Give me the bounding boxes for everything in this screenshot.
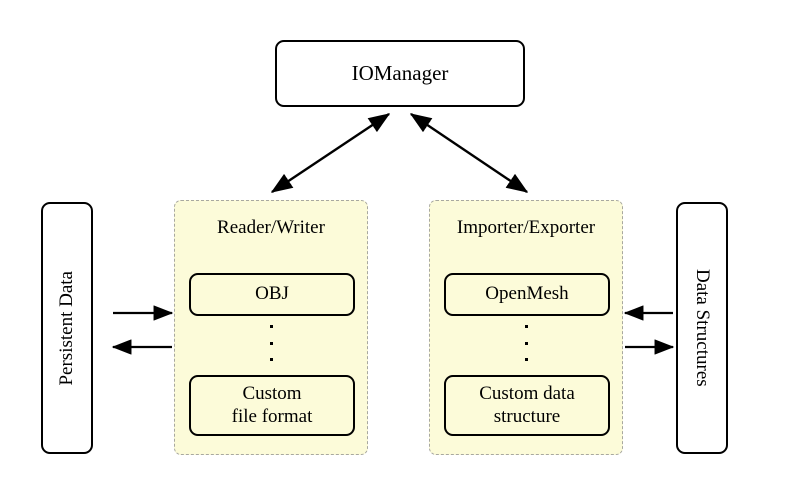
group-importer-exporter: Importer/Exporter OpenMesh Custom data s… <box>429 200 623 455</box>
node-custom-data-structure-label-line1: Custom data <box>479 383 575 405</box>
node-obj[interactable]: OBJ <box>189 273 355 316</box>
node-persistent-data[interactable]: Persistent Data <box>41 202 93 454</box>
group-importer-exporter-title: Importer/Exporter <box>456 217 596 238</box>
node-openmesh[interactable]: OpenMesh <box>444 273 610 316</box>
dot <box>524 341 528 345</box>
node-iomanager-label: IOManager <box>351 61 449 86</box>
dot <box>269 341 273 345</box>
node-custom-file-format-label-line1: Custom <box>242 383 302 405</box>
node-data-structures[interactable]: Data Structures <box>676 202 728 454</box>
node-custom-data-structure[interactable]: Custom data structure <box>444 375 610 436</box>
node-obj-label: OBJ <box>255 283 289 305</box>
group-reader-writer: Reader/Writer OBJ Custom file format <box>174 200 368 455</box>
node-iomanager[interactable]: IOManager <box>275 40 525 107</box>
dot <box>269 325 273 328</box>
ellipsis-reader-writer <box>175 325 367 361</box>
dot <box>524 358 528 361</box>
connector-iomanager-reader-writer <box>270 113 391 193</box>
ellipsis-importer-exporter <box>430 325 622 361</box>
node-persistent-data-label: Persistent Data <box>55 270 77 386</box>
node-custom-file-format[interactable]: Custom file format <box>189 375 355 436</box>
group-reader-writer-title: Reader/Writer <box>217 217 325 238</box>
node-openmesh-label: OpenMesh <box>485 283 569 305</box>
node-data-structures-label: Data Structures <box>692 269 714 387</box>
node-custom-data-structure-label-line2: structure <box>493 405 561 427</box>
connector-iomanager-importer-exporter <box>409 113 529 193</box>
node-custom-file-format-label-line2: file format <box>231 405 313 427</box>
dot <box>524 325 528 328</box>
dot <box>269 358 273 361</box>
